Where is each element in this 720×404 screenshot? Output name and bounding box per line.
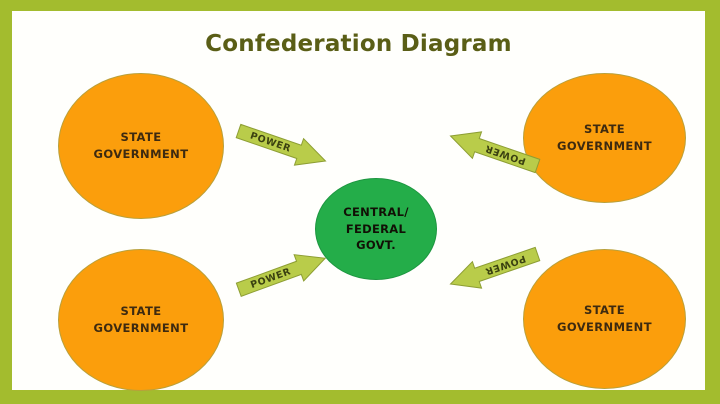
node-label-line1: STATE [120,130,162,145]
node-label: STATE GOVERNMENT [94,303,189,336]
node-label: CENTRAL/ FEDERAL GOVT. [343,204,408,254]
central-federal-government-node[interactable]: CENTRAL/ FEDERAL GOVT. [315,178,437,280]
power-arrow-top-right: POWER [444,121,545,181]
state-government-node-top-left[interactable]: STATE GOVERNMENT [58,73,224,219]
page-title: Confederation Diagram [205,31,512,57]
node-label-line1: STATE [584,303,625,318]
state-government-node-top-right[interactable]: STATE GOVERNMENT [523,73,686,203]
node-label-line3: GOVT. [356,238,396,253]
state-government-node-bottom-left[interactable]: STATE GOVERNMENT [58,249,224,391]
arrow-shape-icon [235,123,327,166]
node-label: STATE GOVERNMENT [557,121,652,154]
node-label-line1: STATE [120,304,162,319]
node-label-line1: CENTRAL/ [343,204,409,219]
power-arrow-bottom-right: POWER [444,239,545,299]
node-label: STATE GOVERNMENT [94,129,189,162]
arrow-shape-icon [235,254,327,297]
arrow-shape-icon [449,131,541,174]
node-label-line2: FEDERAL [345,221,407,236]
diagram-inner-panel: Confederation Diagram STATE GOVERNMENT S… [12,11,705,391]
node-label-line2: GOVERNMENT [93,321,189,335]
arrow-shape-icon [449,246,541,289]
power-arrow-top-left: POWER [232,116,333,176]
node-label-line2: GOVERNMENT [557,320,652,334]
node-label-line2: GOVERNMENT [557,139,652,153]
node-label: STATE GOVERNMENT [557,302,652,335]
power-arrow-bottom-left: POWER [232,243,332,304]
node-label-line2: GOVERNMENT [93,147,189,161]
node-label-line1: STATE [584,122,625,137]
state-government-node-bottom-right[interactable]: STATE GOVERNMENT [523,249,686,389]
